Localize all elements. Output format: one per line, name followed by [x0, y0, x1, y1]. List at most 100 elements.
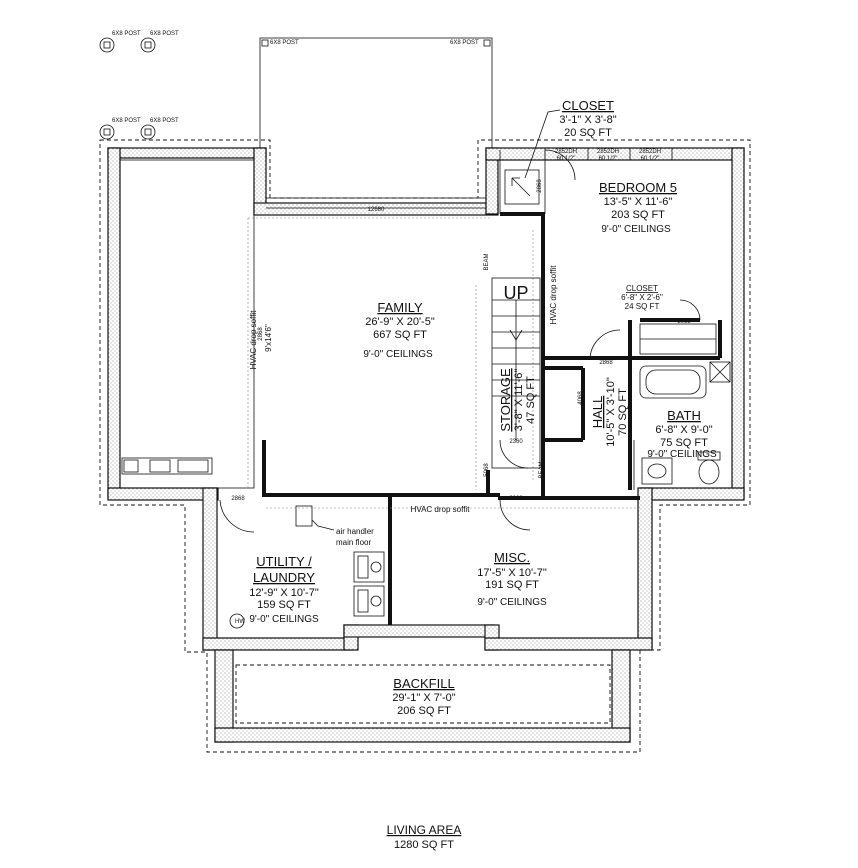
room-name: FAMILY	[377, 300, 423, 315]
washer-icon	[353, 551, 385, 583]
bath-fixtures	[639, 361, 731, 485]
room-name: STORAGE	[498, 368, 513, 432]
room-dims: 10'-5" X 3'-10"	[605, 377, 617, 447]
room-name: BATH	[667, 408, 701, 423]
post-icon	[140, 37, 156, 53]
interior-walls	[262, 150, 722, 625]
room-closet-top: CLOSET 3'-1" X 3'-8" 20 SQ FT	[559, 98, 616, 139]
room-dims: 6'-8" X 2'-6"	[621, 293, 663, 302]
water-heater-icon	[229, 613, 245, 629]
room-storage: STORAGE 3'-8" X 11'-6" 47 SQ FT	[498, 368, 537, 432]
room-name: CLOSET	[626, 284, 658, 293]
room-name-line2: LAUNDRY	[253, 570, 315, 585]
door-label: 2868	[258, 327, 264, 341]
window-size: 60 1/2"	[557, 156, 576, 162]
room-name: BACKFILL	[393, 676, 454, 691]
room-area: 191 SQ FT	[485, 579, 539, 591]
post-label: 6X8 POST	[112, 31, 141, 37]
hvac-soffit-lines	[247, 217, 640, 509]
air-handler-label: air handler	[336, 527, 374, 536]
soffit-code: 9'x14'6"	[264, 324, 273, 352]
post-label: 6X8 POST	[150, 118, 179, 124]
window-label: 2852DH	[555, 149, 577, 155]
room-ceiling: 9'-0" CEILINGS	[363, 349, 433, 360]
summary-area: 1280 SQ FT	[394, 839, 454, 851]
door-label: 4068	[578, 391, 584, 405]
summary-title: LIVING AREA	[387, 823, 462, 837]
bathtub-icon	[639, 365, 707, 399]
room-area: 47 SQ FT	[525, 376, 537, 424]
window-label: 12680	[368, 207, 385, 213]
post-label: 6X8 POST	[450, 40, 479, 46]
door-label: 2868	[537, 179, 543, 193]
window-strip	[266, 147, 733, 209]
counter-icon	[121, 457, 213, 475]
beam-label: BEAM	[484, 253, 490, 270]
water-heater-label: HW	[235, 619, 245, 625]
post-label: 6X8 POST	[150, 31, 179, 37]
hvac-soffit-label: HVAC drop soffit	[411, 505, 471, 514]
room-area: 159 SQ FT	[257, 599, 311, 611]
window-label: 2852DH	[639, 149, 661, 155]
door-label: 2360	[509, 439, 523, 445]
hvac-soffit-label: HVAC drop soffit	[549, 265, 558, 325]
room-backfill: BACKFILL 29'-1" X 7'-0" 206 SQ FT	[392, 676, 455, 717]
room-area: 24 SQ FT	[625, 302, 660, 311]
room-ceiling: 9'-0" CEILINGS	[647, 449, 717, 460]
post-icon	[99, 37, 115, 53]
room-dims: 3'-8" X 11'-6"	[513, 369, 525, 432]
dryer-icon	[353, 585, 385, 617]
room-name: BEDROOM 5	[599, 180, 677, 195]
door-label: 3068	[677, 319, 691, 325]
foundation-outline	[99, 139, 751, 753]
leader-line	[311, 519, 335, 531]
room-dims: 29'-1" X 7'-0"	[392, 692, 455, 704]
room-area: 206 SQ FT	[397, 705, 451, 717]
hvac-soffit-label: HVAC drop soffit	[249, 310, 258, 370]
door-label: 2868	[509, 496, 523, 502]
room-ceiling: 9'-0" CEILINGS	[601, 224, 671, 235]
stair-up-label: UP	[503, 283, 528, 303]
room-name: CLOSET	[562, 98, 614, 113]
post-group: 6X8 POST 6X8 POST 6X8 POST 6X8 POST	[99, 31, 179, 140]
room-area: 70 SQ FT	[617, 388, 629, 436]
appliances	[121, 457, 385, 629]
post-icon	[99, 124, 115, 140]
air-handler-sublabel: main floor	[336, 538, 371, 547]
door-label: 2868	[599, 360, 613, 366]
room-area: 203 SQ FT	[611, 209, 665, 221]
living-area-summary: LIVING AREA 1280 SQ FT	[387, 823, 462, 851]
room-misc: MISC. 17'-5" X 10'-7" 191 SQ FT 9'-0" CE…	[477, 550, 547, 608]
room-dims: 13'-5" X 11'-6"	[604, 196, 673, 208]
room-name: UTILITY /	[256, 554, 312, 569]
room-ceiling: 9'-0" CEILINGS	[249, 614, 319, 625]
door-swings	[219, 149, 701, 533]
stair	[491, 277, 541, 469]
room-dims: 3'-1" X 3'-8"	[559, 114, 616, 126]
post-icon	[140, 124, 156, 140]
room-closet-small: CLOSET 6'-8" X 2'-6" 24 SQ FT	[621, 284, 663, 311]
window-size: 60 1/2"	[641, 156, 660, 162]
air-handler-icon	[295, 505, 313, 527]
door-label: 2868	[231, 496, 245, 502]
top-deck: 6X8 POST 6X8 POST	[259, 37, 493, 199]
room-area: 20 SQ FT	[564, 127, 612, 139]
room-utility: UTILITY / LAUNDRY 12'-9" X 10'-7" 159 SQ…	[249, 554, 319, 625]
closet-small-fixture	[639, 323, 717, 355]
room-family: FAMILY 26'-9" X 20'-5" 667 SQ FT 9'-0" C…	[363, 300, 435, 360]
arrow-up-icon	[509, 329, 523, 341]
beam-label: BEAM	[539, 461, 545, 478]
door-label: 5068	[484, 463, 490, 477]
room-dims: 26'-9" X 20'-5"	[365, 316, 435, 328]
post-label: 6X8 POST	[270, 40, 299, 46]
room-area: 75 SQ FT	[660, 437, 708, 449]
room-bedroom5: BEDROOM 5 13'-5" X 11'-6" 203 SQ FT 9'-0…	[599, 180, 677, 235]
window-size: 60 1/2"	[599, 156, 618, 162]
inner-outlines	[119, 159, 611, 724]
closet-fixture	[504, 169, 540, 205]
exterior-walls	[107, 147, 745, 743]
leader-line	[524, 109, 561, 179]
room-hall: HALL 10'-5" X 3'-10" 70 SQ FT	[590, 377, 629, 447]
room-name: MISC.	[494, 550, 530, 565]
